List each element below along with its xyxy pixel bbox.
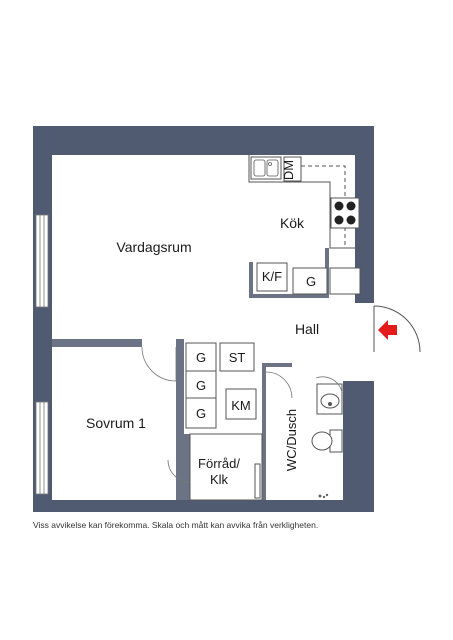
label-dishwasher: DM xyxy=(281,160,296,180)
label-fridge: K/F xyxy=(262,269,282,284)
entrance-arrow-icon xyxy=(378,320,397,340)
kitchen-closet-box xyxy=(292,267,361,295)
stove-icon xyxy=(330,197,360,229)
kitchen-sink-icon xyxy=(253,159,279,177)
label-storage: ST xyxy=(229,350,246,365)
label-kitchen-closet: G xyxy=(306,274,316,289)
disclaimer-text: Viss avvikelse kan förekomma. Skala och … xyxy=(33,520,319,530)
label-closet-1: G xyxy=(196,350,206,365)
room-label-bedroom: Sovrum 1 xyxy=(86,415,146,431)
washbasin-icon xyxy=(320,393,340,409)
label-closet-2: G xyxy=(196,378,206,393)
storage-room-outline xyxy=(189,433,263,501)
fridge-box xyxy=(256,262,288,292)
room-label-living: Vardagsrum xyxy=(116,239,191,255)
washing-machine-box xyxy=(225,388,257,420)
label-storage-room-1: Förråd/ xyxy=(198,456,240,471)
window-bedroom xyxy=(35,401,49,495)
room-label-bathroom: WC/Dusch xyxy=(284,409,299,471)
room-label-hall: Hall xyxy=(295,321,319,337)
label-storage-room-2: Klk xyxy=(210,472,229,487)
entrance-opening xyxy=(360,303,374,381)
window-living-room xyxy=(35,214,49,308)
door-swings xyxy=(141,346,343,483)
exterior-walls xyxy=(33,126,374,512)
closet-column xyxy=(185,342,255,429)
label-washing-machine: KM xyxy=(231,398,251,413)
label-closet-3: G xyxy=(196,406,206,421)
floor-drain-icon xyxy=(318,493,329,499)
room-label-kitchen: Kök xyxy=(280,215,305,231)
bathroom-fixtures xyxy=(311,383,343,453)
entrance-door[interactable] xyxy=(373,305,421,353)
